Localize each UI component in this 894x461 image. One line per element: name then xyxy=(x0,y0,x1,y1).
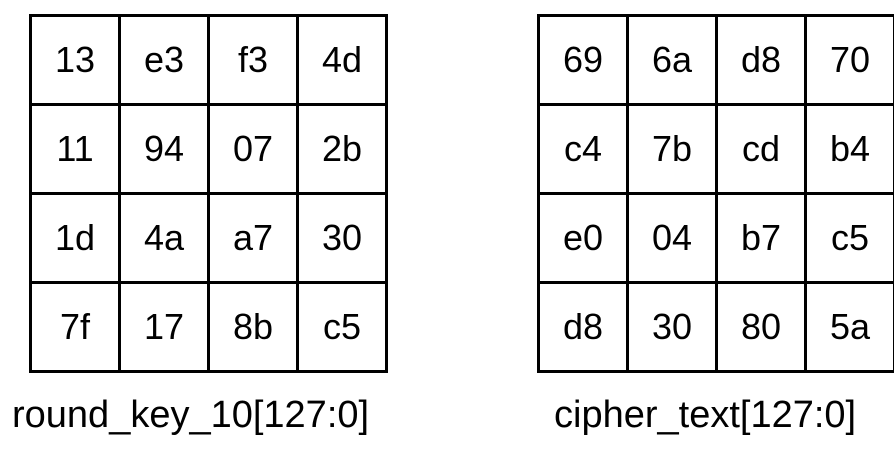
matrix-cell: 4d xyxy=(296,14,388,106)
matrix-row: 11 94 07 2b xyxy=(29,103,388,195)
matrix-row: 69 6a d8 70 xyxy=(537,14,894,106)
matrix-cell: 30 xyxy=(626,281,718,373)
matrix-cell: c5 xyxy=(804,192,894,284)
matrix-cell: 2b xyxy=(296,103,388,195)
matrix-row: 1d 4a a7 30 xyxy=(29,192,388,284)
matrix-cell: c5 xyxy=(296,281,388,373)
matrix-cell: 5a xyxy=(804,281,894,373)
matrix-cell: 13 xyxy=(29,14,121,106)
matrix-cell: 7f xyxy=(29,281,121,373)
matrix-cell: 07 xyxy=(207,103,299,195)
matrix-cell: 8b xyxy=(207,281,299,373)
matrix-cell: b7 xyxy=(715,192,807,284)
round-key-matrix: 13 e3 f3 4d 11 94 07 2b 1d 4a a7 30 7f 1… xyxy=(29,14,388,373)
matrix-cell: 94 xyxy=(118,103,210,195)
matrix-cell: d8 xyxy=(715,14,807,106)
round-key-label: round_key_10[127:0] xyxy=(12,394,370,436)
matrix-cell: 04 xyxy=(626,192,718,284)
matrix-cell: d8 xyxy=(537,281,629,373)
matrix-cell: c4 xyxy=(537,103,629,195)
matrix-cell: 11 xyxy=(29,103,121,195)
matrix-cell: 80 xyxy=(715,281,807,373)
matrix-cell: e3 xyxy=(118,14,210,106)
matrix-cell: b4 xyxy=(804,103,894,195)
matrix-cell: 6a xyxy=(626,14,718,106)
matrix-cell: f3 xyxy=(207,14,299,106)
matrix-row: 7f 17 8b c5 xyxy=(29,281,388,373)
matrix-cell: 1d xyxy=(29,192,121,284)
cipher-text-matrix: 69 6a d8 70 c4 7b cd b4 e0 04 b7 c5 d8 3… xyxy=(537,14,894,373)
matrix-row: 13 e3 f3 4d xyxy=(29,14,388,106)
matrix-row: d8 30 80 5a xyxy=(537,281,894,373)
matrix-cell: 17 xyxy=(118,281,210,373)
matrix-cell: a7 xyxy=(207,192,299,284)
matrix-cell: 69 xyxy=(537,14,629,106)
matrix-row: c4 7b cd b4 xyxy=(537,103,894,195)
matrix-row: e0 04 b7 c5 xyxy=(537,192,894,284)
matrix-cell: 70 xyxy=(804,14,894,106)
matrix-cell: e0 xyxy=(537,192,629,284)
cipher-text-label: cipher_text[127:0] xyxy=(554,394,857,436)
matrix-cell: 7b xyxy=(626,103,718,195)
matrix-cell: cd xyxy=(715,103,807,195)
matrix-cell: 30 xyxy=(296,192,388,284)
matrix-cell: 4a xyxy=(118,192,210,284)
